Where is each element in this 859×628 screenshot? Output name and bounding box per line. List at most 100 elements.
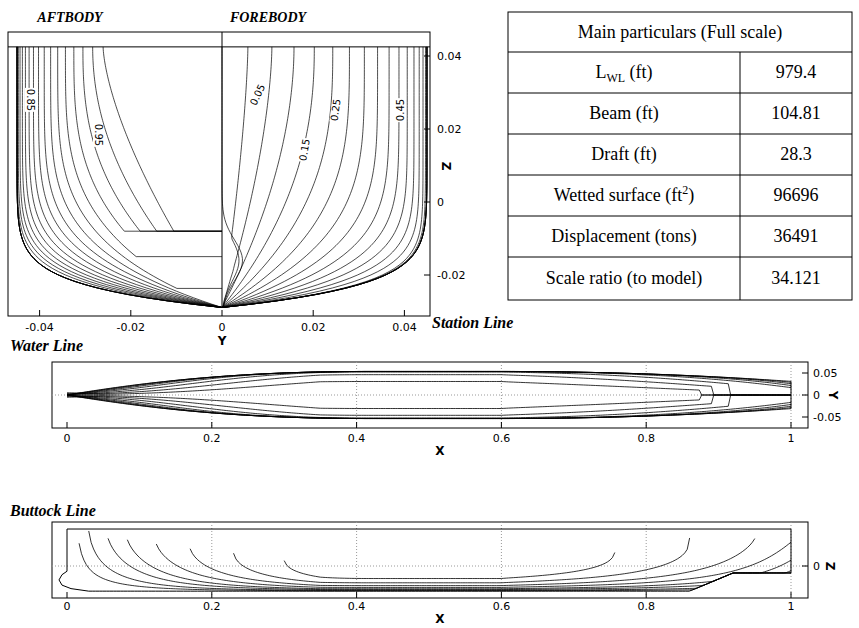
table-text: WL [606, 71, 625, 86]
table-text: 28.3 [780, 144, 812, 165]
buttock-curve [127, 540, 791, 589]
table-cell: 28.3 [740, 144, 852, 165]
station-curve [103, 47, 222, 231]
table-cell: Scale ratio (to model) [508, 268, 740, 289]
station-curve [222, 47, 242, 308]
axis-tick [356, 422, 357, 428]
axis-label: Y [827, 391, 839, 400]
table-cell: Beam (ft) [508, 103, 740, 124]
water-line-curve [67, 395, 791, 415]
axis-tick [313, 310, 314, 316]
tick-label: 0.2 [203, 601, 221, 612]
axis-tick [424, 56, 430, 57]
tick-label: 0.05 [813, 368, 838, 379]
table-row: Draft (ft) 28.3 [508, 134, 852, 175]
axis-tick [211, 592, 212, 598]
water-line-curve [67, 372, 791, 395]
water-line-curve [67, 395, 791, 419]
view-heading: AFTBODY [37, 11, 102, 25]
transom-line [791, 381, 792, 408]
tick-label: 0.4 [348, 601, 366, 612]
water-line-curve [67, 371, 791, 395]
station-curve [17, 47, 222, 308]
axis-tick [404, 310, 405, 316]
axis-tick [791, 422, 792, 428]
grid-line [356, 522, 357, 598]
tick-label: -0.02 [437, 270, 465, 281]
axis-label: Z [824, 562, 836, 571]
table-row: Wetted surface (ft2)96696 [508, 175, 852, 216]
station-curve [17, 47, 222, 308]
station-curve [65, 47, 222, 257]
water-line-curve [67, 375, 791, 395]
plot-frame [52, 362, 808, 428]
water-line-curve [67, 395, 791, 418]
station-curve [22, 47, 222, 308]
station-curve [222, 47, 314, 308]
buttock-line-profile [52, 522, 808, 598]
table-rule [508, 93, 852, 94]
water-line-curve [67, 395, 791, 418]
tick-label: 0.8 [637, 433, 655, 444]
station-curve [74, 47, 222, 231]
view-title: Water Line [10, 338, 83, 354]
table-text: (ft) [630, 62, 653, 83]
station-curve [222, 47, 399, 308]
water-line-curve [67, 395, 791, 419]
deck-line [8, 46, 430, 47]
table-cell: Main particulars (Full scale) [508, 22, 852, 43]
table-text: Draft (ft) [591, 144, 656, 165]
table-cell: Wetted surface (ft2) [508, 185, 740, 206]
buttock-curve [234, 538, 690, 583]
water-line-curve [67, 371, 791, 395]
contour-label: 0.15 [298, 137, 312, 163]
table-cell: 979.4 [740, 62, 852, 83]
station-curve [51, 47, 222, 308]
table-rule [508, 175, 852, 176]
buttock-curve [89, 531, 791, 590]
water-line-curve [67, 395, 791, 409]
axis-label: Z [440, 162, 452, 171]
buttock-curve [156, 542, 791, 587]
grid-line [52, 566, 808, 567]
table-text: Displacement (tons) [551, 226, 696, 247]
axis-tick [802, 373, 808, 374]
table-border [508, 12, 852, 300]
body-plan [8, 32, 430, 316]
table-cell: 96696 [740, 185, 852, 206]
view-heading: FOREBODY [230, 11, 306, 25]
axis-tick [222, 310, 223, 316]
table-row: Displacement (tons)36491 [508, 216, 852, 257]
plot-frame [52, 522, 808, 598]
axis-tick [501, 422, 502, 428]
table-cell: Displacement (tons) [508, 226, 740, 247]
grid-line [646, 522, 647, 598]
axis-tick [646, 592, 647, 598]
water-line-curve [67, 395, 791, 419]
axis-tick [802, 395, 808, 396]
station-curve [222, 47, 423, 308]
station-curve [222, 47, 294, 308]
axis-tick [424, 275, 430, 276]
contour-label: 0.05 [248, 82, 267, 108]
buttock-curve [108, 538, 791, 589]
tick-label: 0 [437, 197, 444, 208]
station-curve [222, 47, 427, 308]
table-row: LWL(ft)979.4 [508, 52, 852, 93]
station-curve [222, 47, 427, 308]
station-curve [93, 47, 222, 231]
station-curve [25, 47, 222, 308]
station-curve [83, 47, 222, 231]
tick-label: 1 [788, 601, 795, 612]
grid-line [211, 522, 212, 598]
tick-label: 0.02 [437, 124, 462, 135]
station-curve [58, 47, 222, 289]
table-rule [508, 134, 852, 135]
water-line-curve [67, 371, 791, 395]
station-curve [17, 47, 222, 308]
tick-label: 0 [64, 433, 71, 444]
table-cell: 34.121 [740, 268, 852, 289]
water-line-curve [67, 372, 791, 395]
grid-line [791, 362, 792, 428]
